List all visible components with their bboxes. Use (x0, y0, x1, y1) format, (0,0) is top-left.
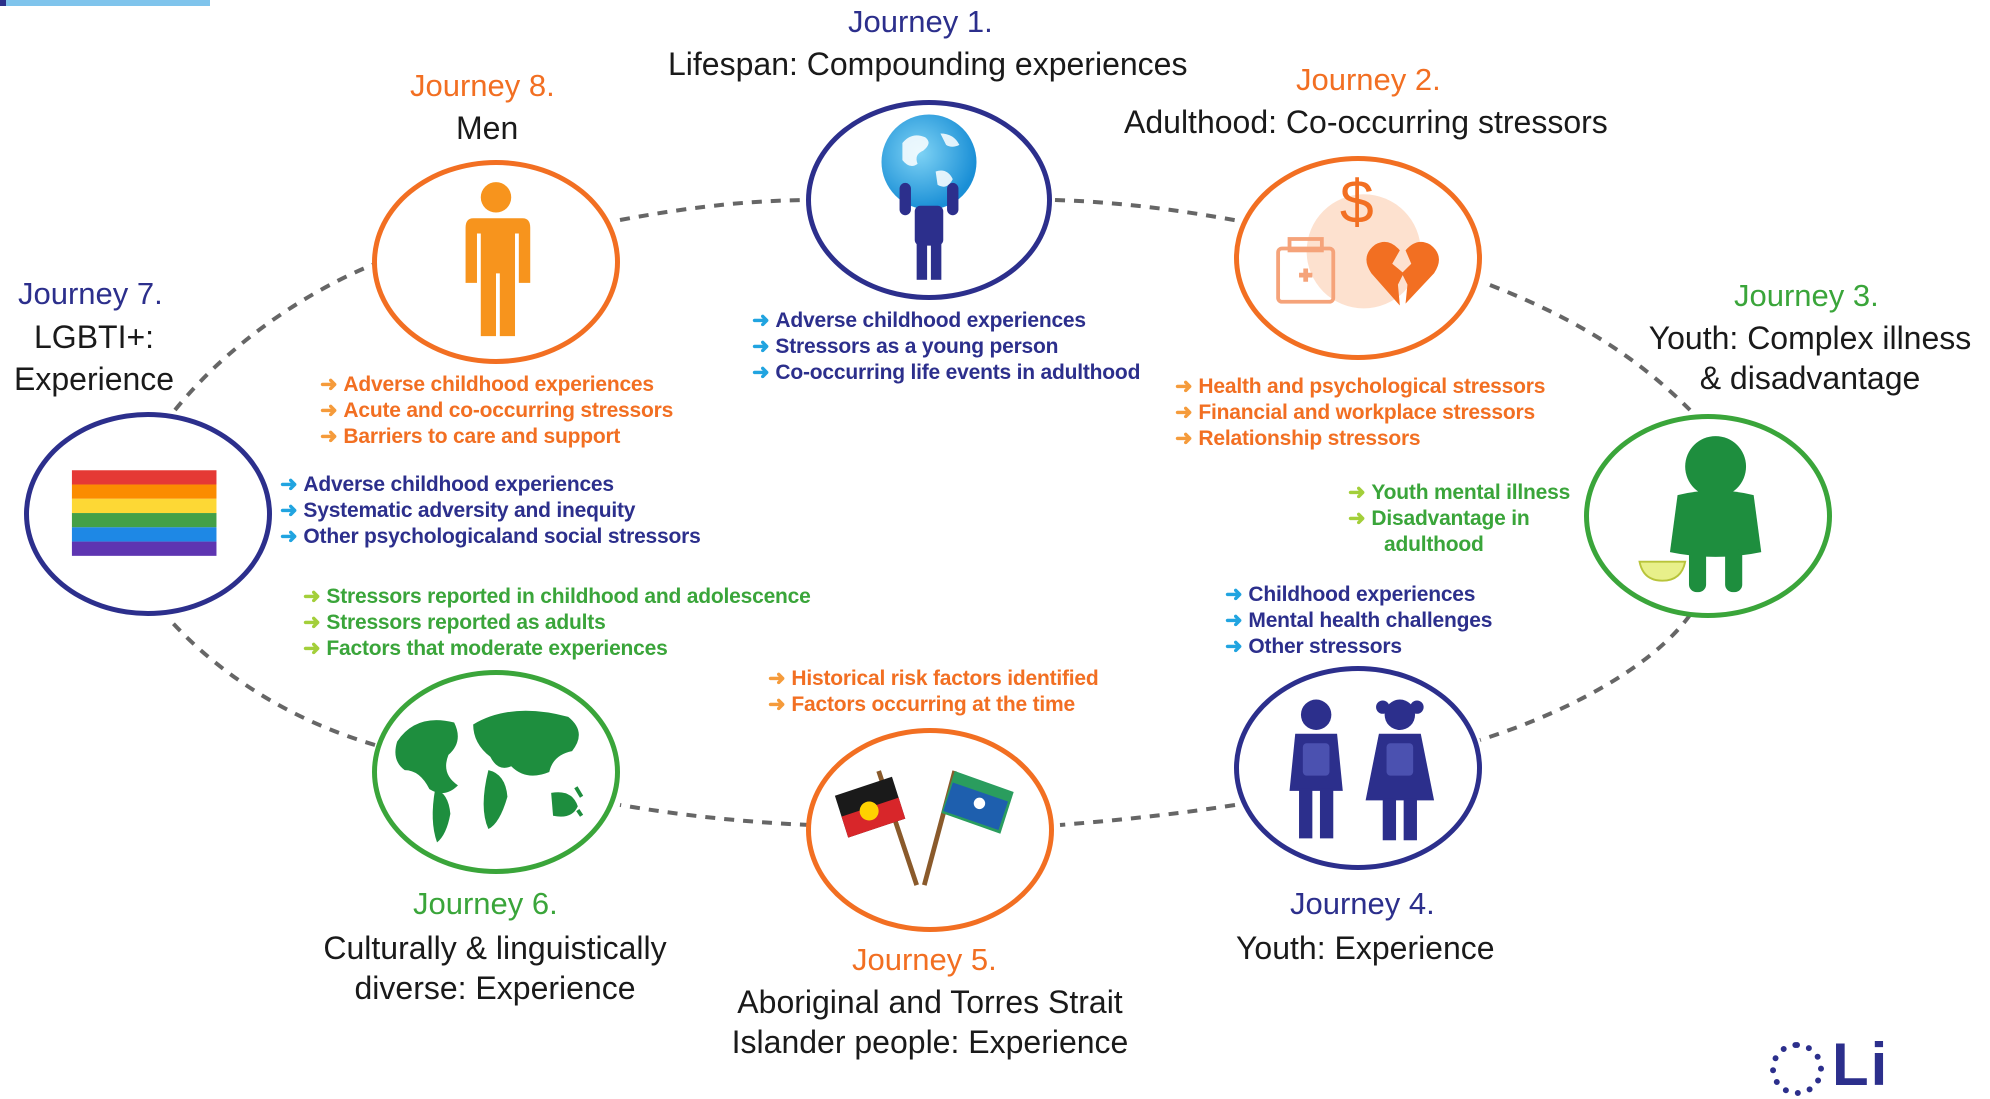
journey-8-title: Men (456, 110, 519, 146)
dotted-circle-icon (1770, 1042, 1824, 1097)
list-item: ➜Adverse childhood experiences (752, 309, 1086, 332)
list-item: ➜Other psychologicaland social stressors (280, 525, 701, 548)
journey-5-circle[interactable] (806, 728, 1054, 932)
journey-3-title-line1: Youth: Complex illness (1648, 320, 1972, 356)
journey-1-title: Lifespan: Compounding experiences (668, 46, 1188, 82)
svg-text:$: $ (1340, 168, 1374, 236)
top-tab-indicator (0, 0, 210, 6)
journey-1-list: ➜Adverse childhood experiences ➜Stressor… (752, 308, 1140, 386)
list-item: ➜Financial and workplace stressors (1175, 401, 1535, 424)
journey-5-title-line1: Aboriginal and Torres Strait (737, 984, 1123, 1020)
journey-6-title-line1: Culturally & linguistically (323, 930, 667, 966)
organization-logo: Li (1770, 1030, 1889, 1099)
man-figure-icon (465, 182, 531, 337)
journey-7-title-line2: Experience (14, 361, 175, 397)
journey-4-circle[interactable] (1234, 666, 1482, 870)
globe-person-icon (881, 114, 977, 280)
journey-2-circle[interactable]: $ (1234, 156, 1482, 360)
journey-8-number: Journey 8. (410, 68, 555, 103)
list-item: ➜Relationship stressors (1175, 427, 1421, 450)
journey-6-circle[interactable] (372, 670, 620, 874)
journey-5-number: Journey 5. (852, 942, 997, 977)
list-item: ➜Factors occurring at the time (768, 693, 1076, 716)
journey-4-title: Youth: Experience (1236, 930, 1495, 966)
journey-7-list: ➜Adverse childhood experiences ➜Systemat… (280, 472, 701, 550)
list-item: ➜Other stressors (1225, 635, 1402, 658)
journey-2-title: Adulthood: Co-occurring stressors (1124, 104, 1608, 140)
money-health-heartbreak-icon: $ (1276, 168, 1439, 309)
journey-3-number: Journey 3. (1734, 278, 1879, 313)
journey-8-list: ➜Adverse childhood experiences ➜Acute an… (320, 372, 673, 450)
journey-6-list: ➜Stressors reported in childhood and ado… (303, 584, 811, 662)
journey-loop-path (168, 198, 1692, 827)
list-item: ➜Systematic adversity and inequity (280, 499, 636, 522)
list-item: ➜Co-occurring life events in adulthood (752, 361, 1141, 384)
list-item: ➜Youth mental illness (1348, 481, 1571, 504)
list-item: ➜Factors that moderate experiences (303, 637, 668, 660)
journey-3-title-line2: & disadvantage (1699, 360, 1921, 396)
journey-2-number: Journey 2. (1296, 62, 1441, 97)
journey-6-number: Journey 6. (413, 886, 558, 921)
journey-7-title: LGBTI+: Experience (14, 316, 174, 400)
journey-8-circle[interactable] (372, 160, 620, 364)
journey-5-list: ➜Historical risk factors identified ➜Fac… (768, 666, 1099, 718)
journey-7-circle[interactable] (24, 412, 272, 616)
list-item: ➜Stressors reported as adults (303, 611, 606, 634)
journey-7-number: Journey 7. (18, 276, 163, 311)
list-item: ➜Adverse childhood experiences (280, 473, 614, 496)
list-item: ➜Barriers to care and support (320, 425, 621, 448)
list-item: ➜Historical risk factors identified (768, 667, 1099, 690)
list-item: ➜Stressors reported in childhood and ado… (303, 585, 811, 608)
world-map-icon (395, 710, 584, 843)
journey-5-title: Aboriginal and Torres Strait Islander pe… (690, 982, 1170, 1062)
journey-4-number: Journey 4. (1290, 886, 1435, 921)
list-item: ➜Health and psychological stressors (1175, 375, 1546, 398)
journey-1-circle[interactable] (806, 100, 1052, 300)
journey-2-list: ➜Health and psychological stressors ➜Fin… (1175, 374, 1545, 452)
list-item: ➜Adverse childhood experiences (320, 373, 654, 396)
crossed-flags-icon (834, 770, 1014, 886)
sitting-youth-icon (1638, 436, 1762, 593)
journey-6-title: Culturally & linguistically diverse: Exp… (290, 928, 700, 1008)
rainbow-flag-icon (71, 470, 217, 556)
journey-1-number: Journey 1. (848, 4, 993, 39)
journey-3-circle[interactable] (1584, 414, 1832, 618)
journey-5-title-line2: Islander people: Experience (731, 1024, 1129, 1060)
journey-7-title-line1: LGBTI+: (34, 319, 155, 355)
list-item: ➜Childhood experiences (1225, 583, 1476, 606)
list-item: adulthood (1384, 533, 1484, 556)
journey-4-list: ➜Childhood experiences ➜Mental health ch… (1225, 582, 1492, 660)
journey-3-title: Youth: Complex illness & disadvantage (1640, 318, 1980, 398)
journey-6-title-line2: diverse: Experience (354, 970, 636, 1006)
list-item: ➜Mental health challenges (1225, 609, 1493, 632)
journey-3-list: ➜Youth mental illness ➜Disadvantage in a… (1348, 480, 1570, 558)
list-item: ➜Disadvantage in (1348, 507, 1530, 530)
list-item: ➜Acute and co-occurring stressors (320, 399, 674, 422)
schoolchildren-icon (1289, 699, 1435, 841)
list-item: ➜Stressors as a young person (752, 335, 1059, 358)
